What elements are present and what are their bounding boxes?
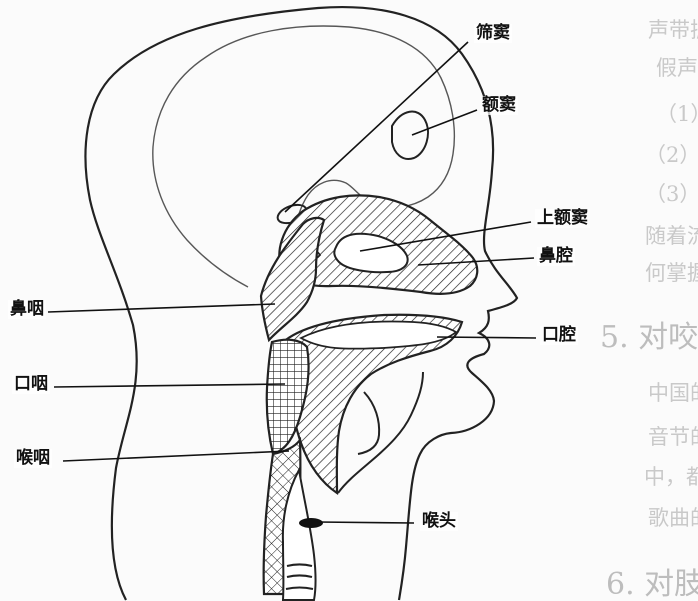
label-frontal-sinus: 额窦	[480, 96, 518, 115]
label-nasopharynx: 鼻咽	[8, 300, 46, 319]
label-laryngopharynx: 喉咽	[14, 449, 52, 468]
label-larynx: 喉头	[420, 512, 458, 531]
label-nasal-cavity: 鼻腔	[537, 247, 575, 266]
label-ethmoid-sinus: 筛窦	[474, 24, 512, 43]
label-oropharynx: 口咽	[12, 375, 50, 394]
label-oral-cavity: 口腔	[540, 326, 578, 345]
label-maxillary-sinus: 上额窦	[535, 209, 590, 228]
